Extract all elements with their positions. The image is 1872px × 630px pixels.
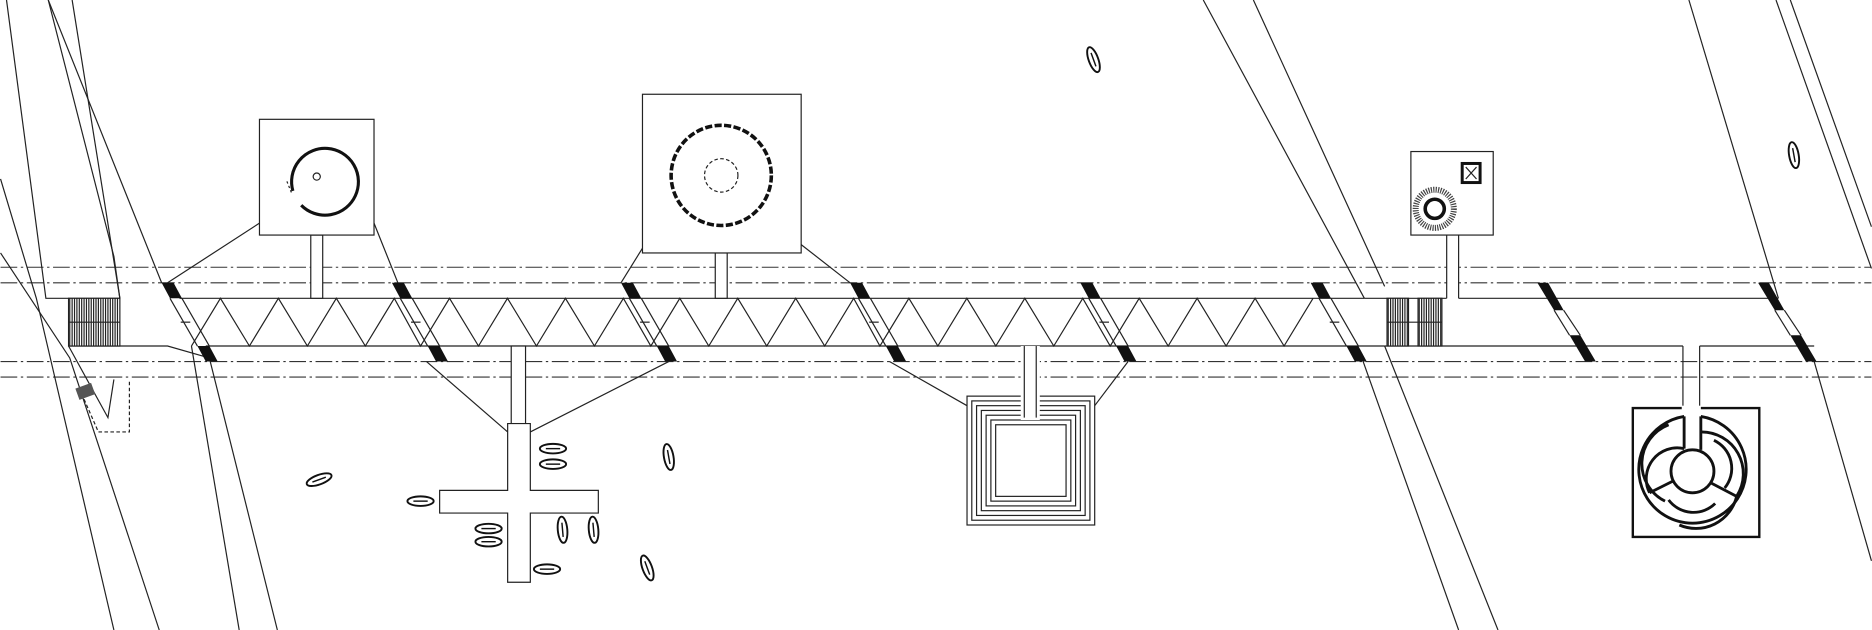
right-bridge: [1364, 282, 1817, 362]
boat-icon: [662, 443, 675, 471]
cross-pier: [426, 345, 669, 583]
boat-icon: [556, 515, 569, 544]
pier-block: [391, 282, 413, 299]
boat-icon: [538, 458, 568, 470]
boat-deck: [666, 449, 671, 465]
pier-block: [850, 282, 871, 299]
pier-block: [1346, 346, 1367, 362]
pier-block: [1310, 282, 1331, 299]
pier-block: [885, 346, 907, 362]
boat-deck: [312, 476, 327, 483]
pier-line: [411, 297, 441, 347]
concentric-square: [975, 405, 1086, 517]
boat-icon: [587, 515, 600, 544]
boat-icon: [406, 495, 435, 507]
pavilion-sun-disk: [1410, 150, 1494, 299]
concentric-square: [985, 414, 1077, 507]
boat-deck: [1791, 147, 1796, 163]
pier-line: [181, 297, 210, 347]
pavilion-dashed-circle: [620, 93, 851, 299]
pier-block: [161, 282, 182, 299]
pier-block: [1080, 282, 1101, 299]
labyrinth-pavilion: [1631, 346, 1761, 539]
bridge-piers: [161, 282, 1367, 362]
pier-block: [656, 346, 678, 362]
pier-block: [427, 346, 448, 362]
pier-line: [640, 297, 670, 347]
boat-icon: [305, 472, 333, 487]
bridge-truss: [190, 297, 1314, 348]
concentric-square: [990, 419, 1072, 502]
concentric-square-pavilion: [889, 346, 1129, 526]
pier-line: [1330, 297, 1359, 347]
boat-icon: [1787, 141, 1801, 170]
pier-line: [1100, 297, 1129, 347]
boat-deck: [592, 522, 595, 537]
boat-icon: [474, 535, 503, 548]
pier-line: [869, 297, 899, 347]
concentric-square: [995, 424, 1067, 497]
pavilion-ring: [167, 118, 399, 299]
boat-deck: [644, 560, 651, 575]
boat-icon: [1086, 46, 1101, 74]
center-lines: [0, 266, 1872, 378]
boat-icon: [639, 554, 655, 582]
boat-icon: [474, 522, 503, 535]
pier-block: [1116, 346, 1137, 362]
pier-block: [621, 282, 642, 299]
boat-deck: [1090, 52, 1097, 67]
boat-deck: [561, 522, 564, 537]
pier-block: [197, 346, 218, 362]
boats: [305, 46, 1801, 582]
left-stair: [67, 297, 131, 433]
boat-icon: [532, 563, 562, 575]
boat-icon: [538, 442, 568, 455]
main-bridge: [161, 282, 1385, 362]
